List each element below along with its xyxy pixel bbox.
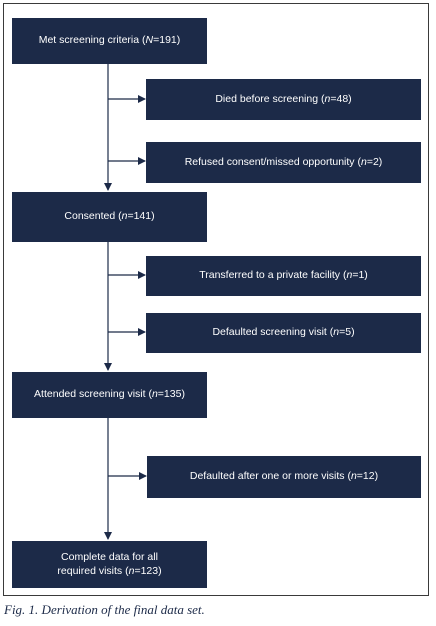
defaulted-screening-label: Defaulted screening visit (n=5) bbox=[212, 326, 355, 339]
refused-label: Refused consent/missed opportunity (n=2) bbox=[184, 155, 383, 168]
attended-label: Attended screening visit (n=135) bbox=[34, 388, 185, 401]
defaulted-after-box: Defaulted after one or more visits (n=12… bbox=[147, 456, 421, 498]
figure-caption: Fig. 1. Derivation of the final data set… bbox=[4, 602, 205, 617]
attended-box: Attended screening visit (n=135) bbox=[12, 372, 207, 418]
died-label: Died before screening (n=48) bbox=[215, 92, 352, 105]
defaulted-after-label: Defaulted after one or more visits (n=12… bbox=[189, 470, 379, 483]
met-criteria-label: Met screening criteria (N=191) bbox=[38, 34, 181, 47]
refused-box: Refused consent/missed opportunity (n=2) bbox=[146, 142, 421, 183]
defaulted-screening-box: Defaulted screening visit (n=5) bbox=[146, 313, 421, 353]
consented-box: Consented (n=141) bbox=[12, 192, 207, 242]
died-box: Died before screening (n=48) bbox=[146, 79, 421, 120]
met-criteria-box: Met screening criteria (N=191) bbox=[12, 18, 207, 64]
transferred-label: Transferred to a private facility (n=1) bbox=[199, 269, 368, 282]
transferred-box: Transferred to a private facility (n=1) bbox=[146, 256, 421, 296]
consented-label: Consented (n=141) bbox=[64, 210, 155, 223]
